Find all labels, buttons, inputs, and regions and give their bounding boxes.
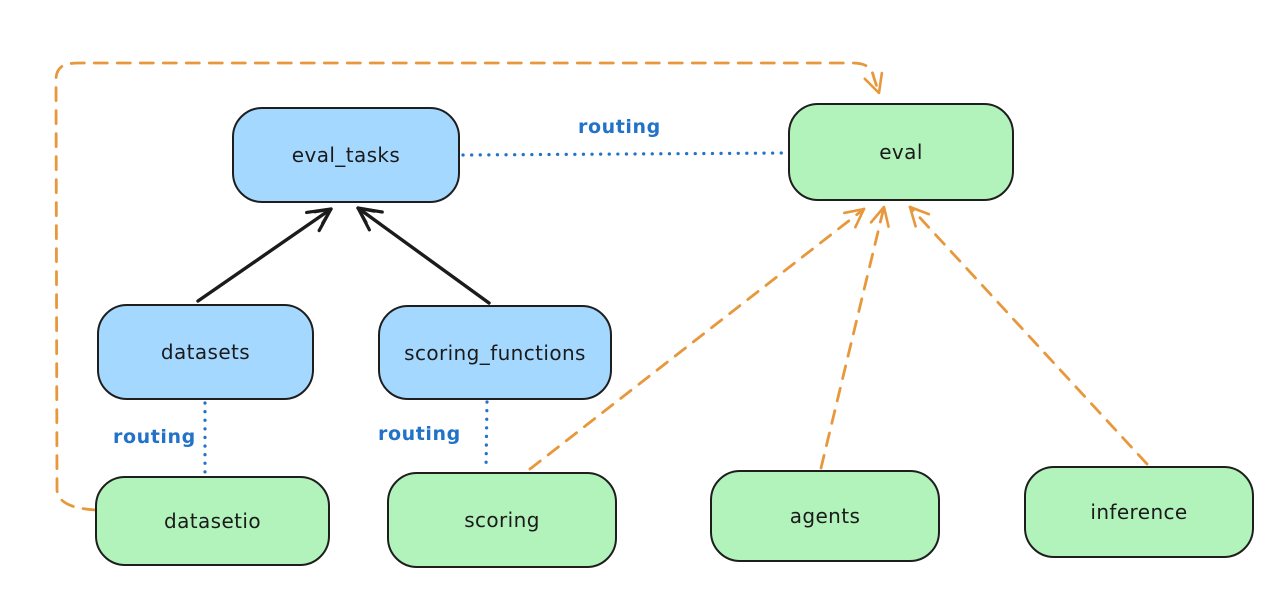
- routing-label-eval-tasks-eval: routing: [578, 116, 661, 138]
- node-inference-label: inference: [1090, 500, 1188, 524]
- node-inference: inference: [1024, 464, 1254, 558]
- node-agents: agents: [710, 468, 940, 562]
- node-datasets-label: datasets: [160, 340, 251, 364]
- node-datasets: datasets: [97, 302, 314, 400]
- edge-datasetio-to-eval-loop: [54, 61, 884, 512]
- node-datasetio: datasetio: [95, 474, 330, 566]
- edge-routing-scoring-functions-scoring: [484, 400, 489, 471]
- routing-label-datasets-datasetio: routing: [113, 426, 196, 448]
- node-eval-tasks: eval_tasks: [232, 105, 460, 203]
- node-datasetio-label: datasetio: [163, 509, 261, 533]
- node-scoring: scoring: [387, 470, 617, 568]
- node-scoring-label: scoring: [464, 508, 540, 532]
- edge-scoring-functions-to-eval-tasks: [356, 206, 491, 305]
- edge-inference-to-eval: [908, 205, 1149, 466]
- edge-routing-eval-tasks-eval: [461, 151, 787, 157]
- node-eval-tasks-label: eval_tasks: [291, 143, 401, 167]
- node-eval: eval: [788, 101, 1014, 201]
- routing-label-scoring-functions-scoring: routing: [378, 423, 461, 445]
- edge-agents-to-eval: [819, 205, 890, 470]
- node-agents-label: agents: [789, 504, 861, 528]
- node-eval-label: eval: [879, 140, 923, 164]
- node-scoring-functions-label: scoring_functions: [404, 340, 586, 365]
- edge-scoring-to-eval: [528, 207, 866, 471]
- node-scoring-functions: scoring_functions: [378, 303, 612, 400]
- edge-datasets-to-eval-tasks: [196, 207, 333, 303]
